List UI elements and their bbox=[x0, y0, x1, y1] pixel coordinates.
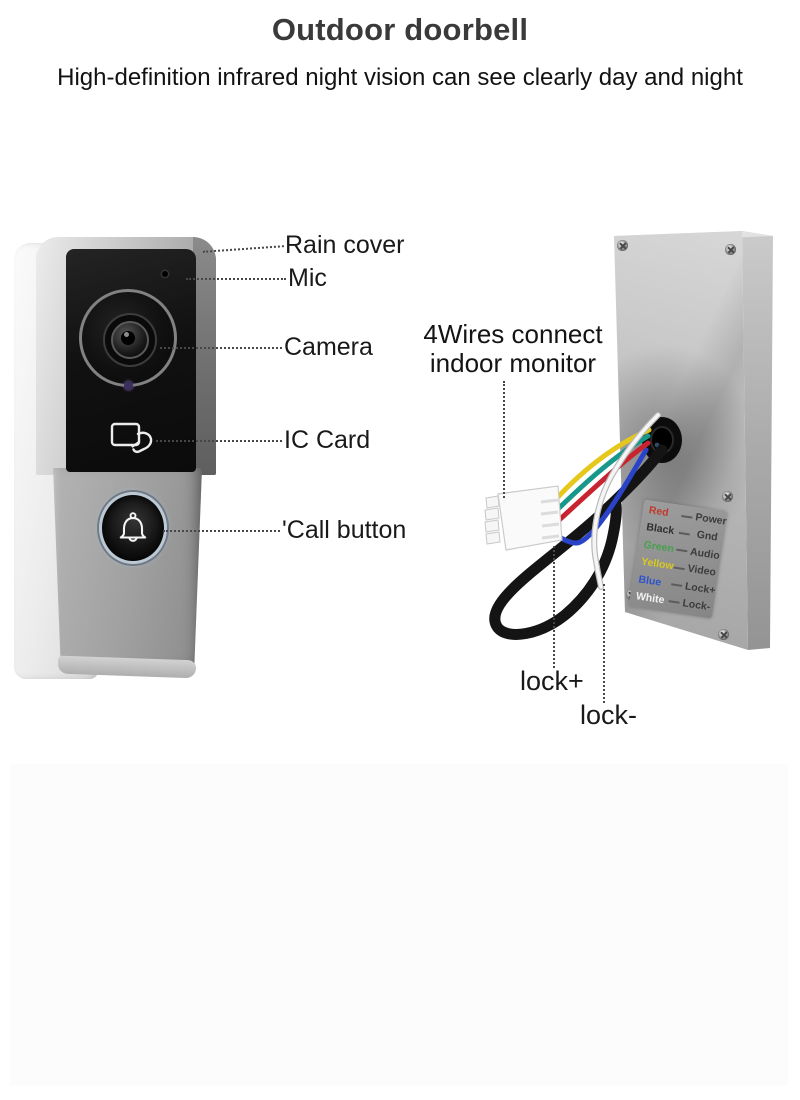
lock-minus-label: lock- bbox=[580, 700, 638, 730]
screw-bottom-right bbox=[718, 629, 729, 640]
bell-icon bbox=[119, 512, 147, 542]
ic-card-label: IC Card bbox=[284, 426, 371, 454]
page-title: Outdoor doorbell bbox=[271, 12, 529, 47]
red-wire bbox=[554, 440, 651, 525]
ic-card-icon bbox=[109, 420, 155, 456]
bottom-blank-panel bbox=[10, 764, 788, 1086]
ic-card-leader-line bbox=[156, 440, 282, 442]
call-button-label: 'Call button bbox=[282, 516, 407, 544]
green-wire bbox=[554, 433, 651, 513]
white-wire bbox=[592, 413, 660, 589]
page-subtitle: High-definition infrared night vision ca… bbox=[57, 64, 743, 91]
call-button[interactable] bbox=[99, 492, 167, 564]
rain-cover-leader-line bbox=[203, 245, 284, 253]
wiring-note-leader-line bbox=[503, 381, 505, 498]
camera-lens-inner bbox=[111, 321, 149, 359]
back-box-side-face bbox=[742, 231, 773, 650]
camera-label: Camera bbox=[284, 333, 373, 361]
ic-card-icon-svg bbox=[110, 422, 153, 454]
camera-leader-line bbox=[160, 347, 282, 349]
ir-led bbox=[124, 381, 133, 390]
call-button-leader-line bbox=[163, 530, 280, 532]
rain-cover-label: Rain cover bbox=[285, 231, 405, 259]
mic-leader-line bbox=[186, 278, 286, 280]
lock-plus-leader-line bbox=[553, 546, 555, 668]
camera-lens-glint bbox=[124, 332, 129, 337]
screw-top-left bbox=[617, 240, 628, 251]
wiring-note-line1: 4Wires connect bbox=[423, 319, 603, 349]
screw-top-right bbox=[725, 244, 736, 255]
lock-minus-leader-line bbox=[603, 584, 605, 703]
mic-label: Mic bbox=[288, 264, 327, 292]
screw-mid-right bbox=[722, 491, 733, 502]
rain-cover-edge bbox=[193, 237, 216, 475]
mic-hole bbox=[162, 271, 168, 277]
wiring-note: 4Wires connect indoor monitor bbox=[406, 320, 620, 378]
four-pin-connector bbox=[484, 485, 563, 551]
wiring-harness bbox=[484, 412, 682, 640]
wiring-note-line2: indoor monitor bbox=[429, 348, 597, 378]
lock-plus-label: lock+ bbox=[520, 666, 584, 696]
